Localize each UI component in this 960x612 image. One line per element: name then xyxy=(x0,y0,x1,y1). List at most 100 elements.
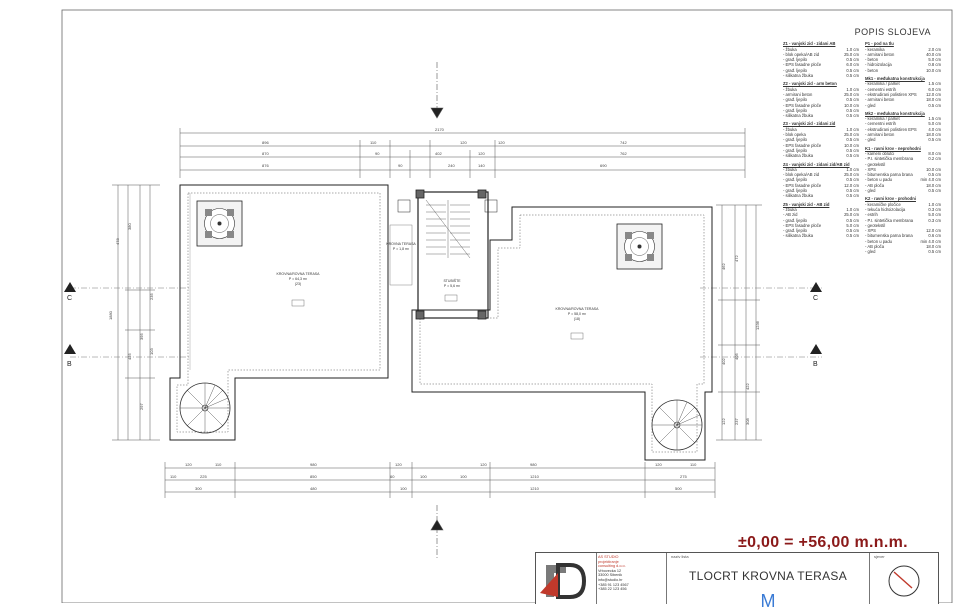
dim-label: 1880 xyxy=(108,310,113,320)
layer-name: - P.I. sintetička membrana xyxy=(865,217,914,223)
layer-name: - keramičke pločice xyxy=(865,201,901,207)
company-info-line: consulting d.o.o. xyxy=(598,564,626,569)
layer-thickness: 1.0 cm xyxy=(928,201,941,207)
layer-name: - bitumenska parna brana xyxy=(865,172,913,178)
dim-label: 742 xyxy=(620,140,627,145)
layer-name: - građ. ljepilo xyxy=(783,67,807,73)
layer-thickness: 0.8 cm xyxy=(928,62,941,68)
layer-name: - beton xyxy=(865,57,879,63)
room-left-code: (23) xyxy=(295,282,301,286)
dim-label: 308 xyxy=(745,418,750,425)
layer-name: - cementni estrih xyxy=(865,86,896,92)
layer-thickness: 1.0 cm xyxy=(846,126,859,132)
layer-thickness: 0.5 cm xyxy=(846,57,859,63)
dim-label: 762 xyxy=(620,151,627,156)
layer-thickness: 0.5 cm xyxy=(846,137,859,143)
legend-layer-row: - građ. ljepilo 0.5 cm xyxy=(783,137,859,142)
top-dimension-labels: 2170 896 110 120 120 742 870 90 402 120 … xyxy=(262,127,627,168)
layer-name: - građ. ljepilo xyxy=(783,228,807,234)
layer-thickness: 0.5 cm xyxy=(928,188,941,194)
legend-group: Mk2 - međukatna konstrukcija- keramika /… xyxy=(865,111,941,143)
layer-name: - ekstrudirani polistiren XPS xyxy=(865,91,917,97)
sheet-title-label: naziv lista xyxy=(671,554,689,559)
layer-thickness: 0.5 cm xyxy=(846,107,859,113)
dim-label: 980 xyxy=(530,462,537,467)
layer-name: - estrih xyxy=(865,212,878,218)
layer-name: - gled xyxy=(865,102,876,108)
layer-name: - keramika xyxy=(865,46,885,52)
layer-name: - AB ploča xyxy=(865,243,885,249)
dim-label: 103 xyxy=(149,348,154,355)
sheet-title-cell: naziv lista TLOCRT KROVNA TERASA M xyxy=(666,553,870,611)
north-arrow-cell: sjever xyxy=(870,553,938,604)
layer-name: - silikatna žbuka xyxy=(783,233,814,239)
layer-thickness: 1.0 cm xyxy=(846,46,859,52)
layer-name: - građ. ljepilo xyxy=(783,137,807,143)
dim-label: 1236 xyxy=(755,320,760,330)
layer-thickness: 5.0 cm xyxy=(928,212,941,218)
layer-name: - hidroizolacija xyxy=(865,62,892,68)
layer-name: - beton u padu xyxy=(865,177,893,183)
layer-thickness: 0.6 cm xyxy=(928,233,941,239)
dim-label: 100 xyxy=(460,474,467,479)
legend-group-title: K2 - ravni krov - prohodni xyxy=(865,196,916,202)
layer-name: - armirani beton xyxy=(865,132,895,138)
top-dimensions xyxy=(179,128,746,178)
layer-thickness: 10.0 cm xyxy=(844,142,859,148)
layer-thickness: 0.3 cm xyxy=(928,206,941,212)
legend-layer-row: - hidroizolacija 0.8 cm xyxy=(865,62,941,67)
layer-thickness: 18.0 cm xyxy=(926,243,941,249)
layer-name: - EPS fasadne ploče xyxy=(783,182,822,188)
layer-thickness: 25.0 cm xyxy=(844,212,859,218)
dim-label: 462 xyxy=(721,263,726,270)
north-arrow-needle xyxy=(893,571,913,589)
dim-label: 500 xyxy=(675,486,682,491)
layer-thickness: 25.0 cm xyxy=(844,91,859,97)
dim-label: 120 xyxy=(185,462,192,467)
elevation-reference: ±0,00 = +56,00 m.n.m. xyxy=(738,534,908,551)
dim-label: 402 xyxy=(721,358,726,365)
dim-label: 120 xyxy=(478,151,485,156)
layer-name: - blok opeka xyxy=(783,132,806,138)
dim-label: 870 xyxy=(262,151,269,156)
legend-layer-row: - geotekstil xyxy=(865,223,941,228)
left-dimension-labels: 478 380 1880 425 395 297 235 103 xyxy=(108,223,154,410)
legend-group: Mk1 - međukatna konstrukcija- keramika /… xyxy=(865,76,941,108)
dim-label: 90 xyxy=(375,151,380,156)
layer-name: - bitumenska parna brana xyxy=(865,233,913,239)
layer-name: - žbuka xyxy=(783,86,797,92)
right-dimensions xyxy=(716,204,762,441)
dim-label: 120 xyxy=(460,140,467,145)
dim-label: 876 xyxy=(262,163,269,168)
jacuzzi-right xyxy=(616,223,663,270)
layer-thickness: 25.0 cm xyxy=(844,172,859,178)
layer-thickness: 6.0 cm xyxy=(928,86,941,92)
dim-label: 480 xyxy=(310,486,317,491)
dim-label: 240 xyxy=(448,163,455,168)
section-axis-a xyxy=(430,62,444,560)
room-right-code: (18) xyxy=(574,317,580,321)
layer-thickness: 1.0 cm xyxy=(846,86,859,92)
company-info-line: +385 91 123 4567 xyxy=(598,582,629,587)
room-left-area: P = 64,3 m² xyxy=(289,277,308,281)
company-logo xyxy=(536,553,597,604)
